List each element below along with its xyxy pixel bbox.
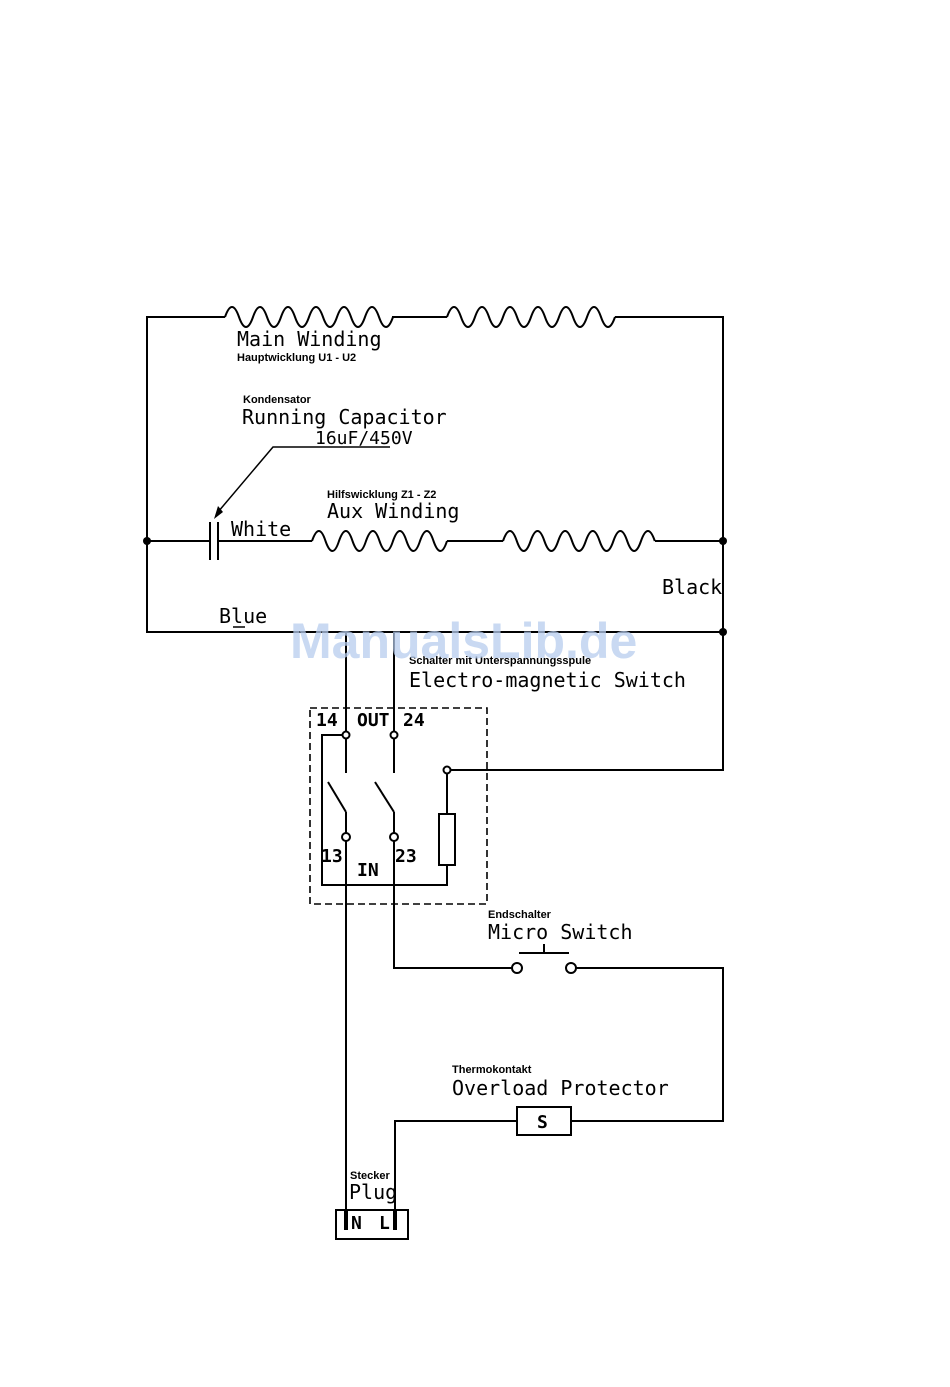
micro-switch-contact-left — [512, 963, 522, 973]
overload-left-wire — [395, 1121, 517, 1212]
watermark: ManualsLib.de — [290, 613, 637, 669]
motor-wiring — [147, 317, 723, 632]
pin-23-label: 23 — [395, 846, 417, 867]
contact-1-blade — [328, 782, 346, 812]
left-rail-wire — [147, 317, 723, 632]
undervoltage-coil — [439, 814, 455, 865]
terminal-24 — [391, 732, 398, 739]
contact-2-blade — [375, 782, 394, 812]
capacitor-rating-label: 16uF/450V — [315, 428, 413, 449]
main-winding-coil-2 — [447, 307, 615, 327]
overload-label: Overload Protector — [452, 1076, 669, 1100]
terminal-23 — [390, 833, 398, 841]
terminal-14-out — [343, 732, 350, 739]
plug — [336, 1210, 408, 1239]
overload-de-label: Thermokontakt — [452, 1064, 532, 1076]
junction-dot-left — [143, 537, 151, 545]
blue-wire-label: Blue — [219, 604, 267, 628]
micro-switch-contact-right — [566, 963, 576, 973]
junction-dot-right-aux — [719, 537, 727, 545]
pin-in-label: IN — [357, 860, 379, 881]
aux-winding-coil-2 — [503, 531, 655, 551]
main-winding-de-label: Hauptwicklung U1 - U2 — [237, 352, 356, 364]
terminal-13-in — [342, 833, 350, 841]
aux-winding-label: Aux Winding — [327, 499, 459, 523]
switch-housing — [310, 708, 487, 904]
pin-14-label: 14 — [316, 710, 338, 731]
pin-out-label: OUT — [357, 710, 390, 731]
pin-13-label: 13 — [321, 846, 343, 867]
main-winding-label: Main Winding — [237, 327, 382, 351]
capacitor-label: Running Capacitor — [242, 405, 447, 429]
micro-switch-label: Micro Switch — [488, 920, 633, 944]
switch-label: Electro-magnetic Switch — [409, 668, 686, 692]
pin-24-label: 24 — [403, 710, 425, 731]
coil-terminal — [444, 767, 451, 774]
aux-winding-coil-1 — [312, 531, 447, 551]
black-wire-label: Black — [662, 575, 722, 599]
plug-n-label: N — [351, 1213, 362, 1234]
overload-symbol-label: S — [537, 1112, 548, 1133]
plug-label: Plug — [349, 1180, 397, 1204]
main-winding-coil-1 — [225, 307, 393, 327]
plug-l-label: L — [379, 1213, 390, 1234]
white-wire-label: White — [231, 517, 291, 541]
